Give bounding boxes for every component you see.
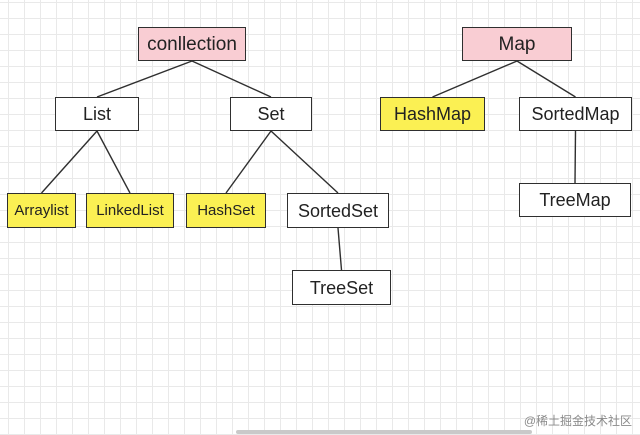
horizontal-scrollbar[interactable] <box>236 430 532 434</box>
edge-sortedset-treeset <box>337 227 343 271</box>
node-sortedmap: SortedMap <box>519 97 632 131</box>
edge-set-hashset <box>225 130 272 194</box>
edge-sortedmap-treemap <box>574 130 577 184</box>
node-set: Set <box>230 97 312 131</box>
node-treemap: TreeMap <box>519 183 631 217</box>
edge-set-sortedset <box>270 130 339 194</box>
node-treeset: TreeSet <box>292 270 391 305</box>
node-list: List <box>55 97 139 131</box>
node-collection: conllection <box>138 27 246 61</box>
node-hashset: HashSet <box>186 193 266 228</box>
edge-map-hashmap <box>432 60 518 98</box>
node-sortedset: SortedSet <box>287 193 389 228</box>
edge-list-arraylist <box>40 130 98 194</box>
edge-map-sortedmap <box>516 60 576 98</box>
watermark: @稀土掘金技术社区 <box>523 414 632 428</box>
edge-list-linkedlist <box>96 130 131 194</box>
edge-collection-set <box>191 60 272 98</box>
node-hashmap: HashMap <box>380 97 485 131</box>
node-linkedlist: LinkedList <box>86 193 174 228</box>
node-map: Map <box>462 27 572 61</box>
node-arraylist: Arraylist <box>7 193 76 228</box>
edge-collection-list <box>96 60 193 98</box>
